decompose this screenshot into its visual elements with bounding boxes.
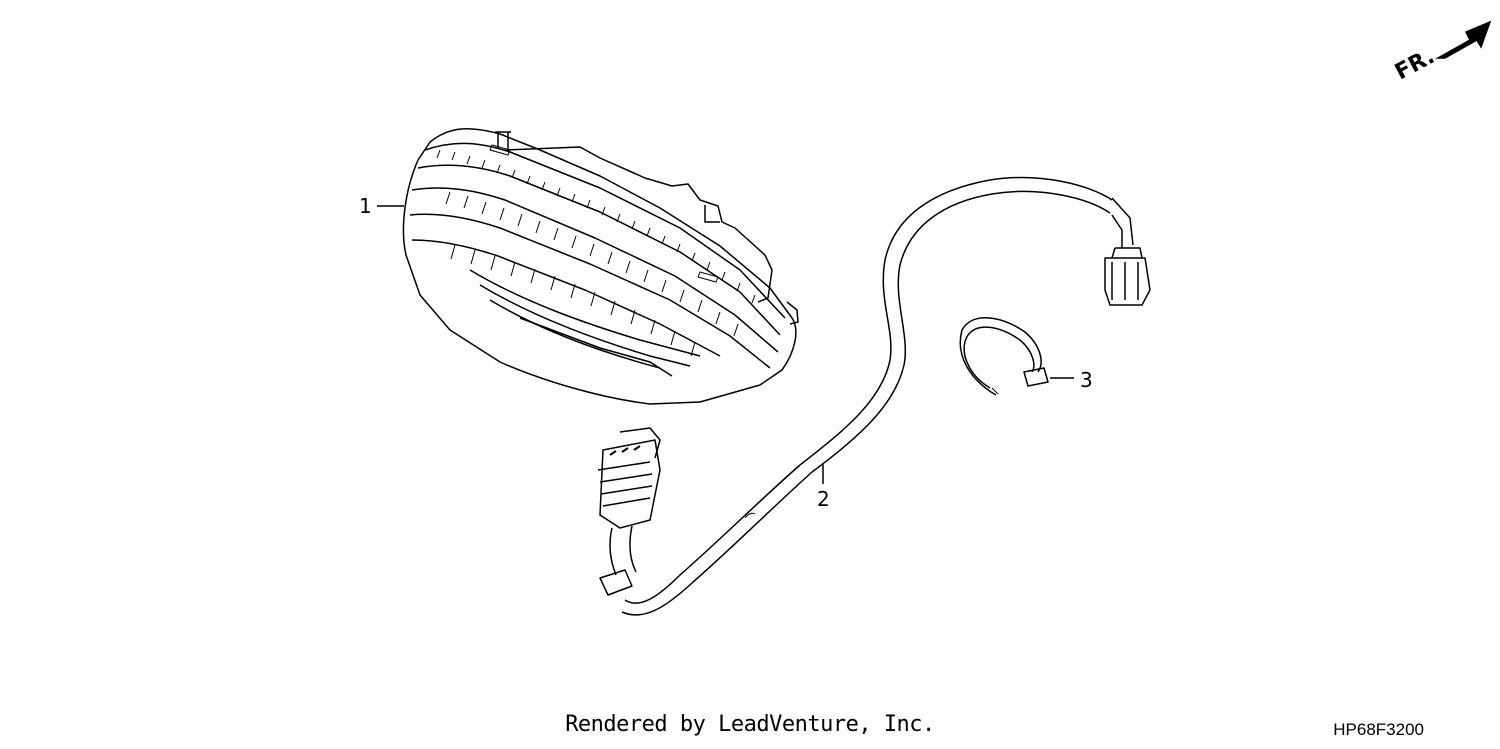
callout-1: 1 — [359, 194, 404, 218]
front-direction-label: FR. — [1391, 44, 1439, 85]
footer-credit: Rendered by LeadVenture, Inc. — [565, 712, 935, 737]
wire-harness-drawing — [597, 176, 1151, 616]
callout-number: 1 — [359, 194, 372, 218]
callout-3: 3 — [1050, 368, 1093, 392]
taillight-assembly-drawing — [402, 128, 799, 405]
callout-number: 3 — [1080, 368, 1093, 392]
diagram-code: HP68F3200 — [1333, 720, 1424, 739]
callout-number: 2 — [817, 487, 830, 511]
callout-2: 2 — [817, 463, 830, 511]
arrow-up-right-icon — [1435, 20, 1492, 59]
cable-tie-drawing — [959, 317, 1049, 396]
front-direction-indicator: FR. — [1391, 20, 1492, 85]
